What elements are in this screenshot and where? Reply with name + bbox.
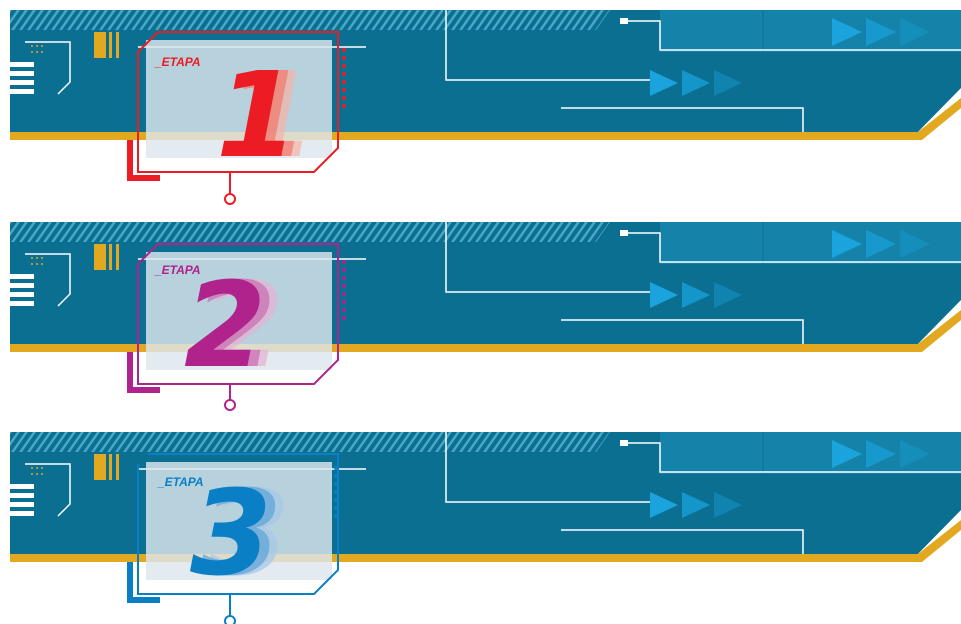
stage-number-shadow: 3 (208, 464, 290, 602)
etapa-badge: _ETAPA 3 3 3 (127, 453, 339, 624)
arrow-icons (650, 230, 930, 308)
connector-node (620, 230, 628, 236)
stage-number: 1 (216, 46, 298, 184)
arrow-icons (650, 18, 930, 96)
connector-node (620, 440, 628, 446)
stage-number-shadow: 2 (202, 256, 284, 394)
stage-banner-3: _ETAPA 3 3 3 (10, 432, 961, 624)
arrow-icons (650, 440, 930, 518)
stage-number: 3 (190, 464, 272, 602)
stage-number-shadow: 2 (194, 256, 276, 394)
anchor-dot (224, 399, 236, 411)
anchor-dot (224, 193, 236, 205)
side-deco (10, 244, 119, 306)
stage-number-shadow: 1 (234, 46, 316, 184)
side-deco (10, 454, 119, 516)
stage-banner-1: _ETAPA 1 1 1 (10, 10, 961, 205)
stage-number: 2 (184, 256, 266, 394)
stage-banner-2: _ETAPA 2 2 2 (10, 222, 961, 411)
anchor-dot (224, 615, 236, 624)
etapa-badge: _ETAPA 1 1 1 (127, 31, 346, 205)
side-deco (10, 32, 119, 94)
connector-node (620, 18, 628, 24)
etapa-badge: _ETAPA 2 2 2 (127, 243, 346, 411)
stage-number-shadow: 3 (200, 464, 282, 602)
etapa-label: _ETAPA (154, 263, 201, 277)
etapa-label: _ETAPA (154, 55, 201, 69)
stage-number-shadow: 1 (226, 46, 308, 184)
etapa-label: _ETAPA (157, 475, 204, 489)
